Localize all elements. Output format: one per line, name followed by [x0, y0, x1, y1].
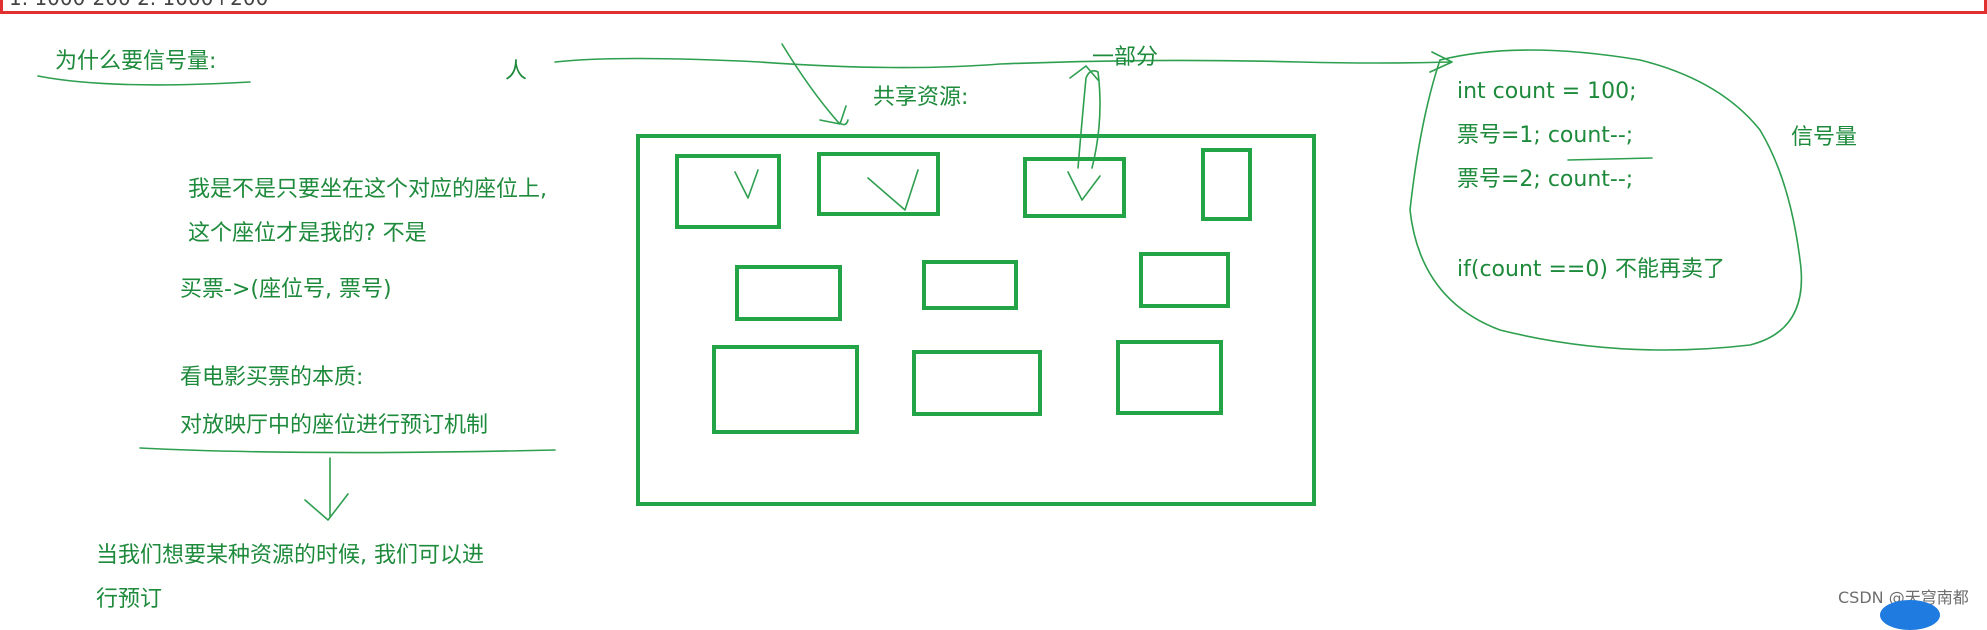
essence-line-1: 看电影买票的本质: [180, 365, 364, 390]
csdn-watermark: CSDN @天穹南都 [1838, 588, 1969, 607]
underline-essence [139, 447, 556, 454]
check-mark [1067, 171, 1101, 201]
code-line-1: int count = 100; [1457, 79, 1637, 104]
conclusion-line-2: 行预订 [96, 587, 163, 612]
check-mark [867, 169, 919, 211]
seat-box [712, 345, 859, 434]
label-person: 人 [505, 59, 528, 84]
arrow-person-to-code [554, 51, 1453, 73]
label-part: 一部分 [1092, 45, 1159, 70]
underline-title [37, 75, 251, 86]
code-line-4: if(count ==0) 不能再卖了 [1457, 257, 1725, 282]
seat-box [735, 265, 842, 321]
seat-box [912, 350, 1042, 416]
seat-box [1139, 252, 1230, 308]
theater-hall [636, 134, 1316, 506]
semaphore-circle [1409, 49, 1803, 351]
code-line-2: 票号=1; count--; [1457, 123, 1634, 148]
arrow-down-conclusion [304, 457, 349, 521]
label-shared-resource: 共享资源: [873, 85, 969, 110]
avatar [1880, 600, 1940, 630]
semaphore-label: 信号量 [1791, 125, 1858, 150]
buy-ticket-note: 买票->(座位号, 票号) [180, 277, 392, 302]
seat-box [922, 260, 1018, 310]
arrow-up-to-part [1069, 65, 1101, 169]
top-strip: 1. 1000-200 2. 1000+200 [0, 0, 1987, 14]
title-why-semaphore: 为什么要信号量: [55, 49, 217, 74]
seat-box [1023, 157, 1126, 218]
whiteboard-drawing [37, 43, 1803, 521]
essence-line-2: 对放映厅中的座位进行预订机制 [180, 413, 489, 438]
check-mark [734, 169, 759, 199]
seat-box [675, 154, 781, 229]
seat-box [1116, 340, 1223, 415]
question-line-1: 我是不是只要坐在这个对应的座位上, [188, 177, 547, 202]
arrow-down-resource [781, 43, 849, 126]
seat-box [817, 152, 940, 216]
code-line-3: 票号=2; count--; [1457, 167, 1634, 192]
conclusion-line-1: 当我们想要某种资源的时候, 我们可以进 [96, 543, 484, 568]
seat-box [1201, 148, 1252, 221]
top-strip-text: 1. 1000-200 2. 1000+200 [9, 0, 268, 10]
underline-count [1567, 157, 1653, 161]
question-line-2: 这个座位才是我的? 不是 [188, 221, 427, 246]
